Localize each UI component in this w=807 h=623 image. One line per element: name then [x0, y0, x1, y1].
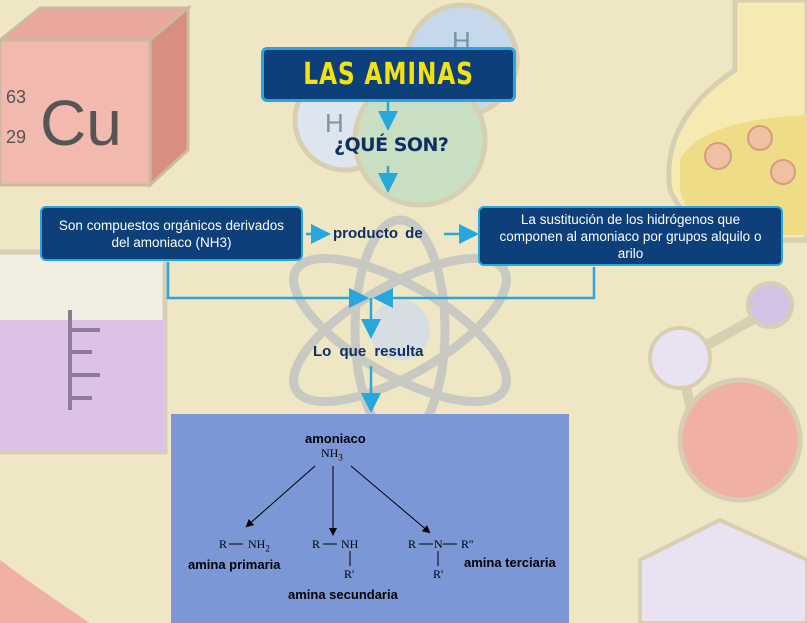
copper-element-cube-icon: 63 29 Cu: [0, 4, 193, 189]
tertiary-n: N: [434, 537, 443, 551]
tertiary-amine-label: amina terciaria: [464, 555, 556, 570]
arrow: [373, 267, 596, 308]
result-label: Lo que resulta: [313, 343, 424, 360]
process-box: La sustitución de los hidrógenos que com…: [478, 206, 783, 266]
page-title: LAS AMINAS: [303, 57, 474, 92]
process-text: La sustitución de los hidrógenos que com…: [499, 211, 762, 261]
tertiary-r: R: [408, 537, 417, 551]
tertiary-r-prime: R': [433, 567, 444, 581]
secondary-n: NH: [341, 537, 359, 551]
parent-formula: NH3: [321, 446, 343, 463]
question-label: ¿QUÉ SON?: [334, 134, 449, 156]
definition-text: Son compuestos orgánicos derivados del a…: [58, 217, 285, 250]
title-box: LAS AMINAS: [261, 47, 516, 102]
beaker-icon: [0, 249, 168, 455]
element-symbol: Cu: [40, 87, 122, 159]
atomic-number: 29: [6, 127, 26, 147]
hydrogen-label: H: [325, 108, 344, 138]
connector-label: producto de: [333, 225, 423, 242]
secondary-amine-label: amina secundaria: [288, 587, 398, 602]
primary-amine-label: amina primaria: [188, 557, 281, 572]
parent-name: amoniaco: [305, 431, 366, 446]
scheme-arrows: [229, 465, 457, 566]
tertiary-r-double-prime: R'': [461, 537, 474, 551]
flask-bottom-icon: [0, 517, 807, 623]
molecule-model-icon: [648, 281, 803, 503]
primary-group: NH2: [248, 537, 270, 554]
secondary-r: R: [312, 537, 321, 551]
secondary-r-prime: R': [344, 567, 355, 581]
amine-scheme-panel: amoniaco NH3 R NH2 amina primaria R NH R…: [171, 414, 569, 623]
primary-r: R: [219, 537, 228, 551]
definition-box: Son compuestos orgánicos derivados del a…: [40, 206, 303, 261]
mass-number: 63: [6, 87, 26, 107]
arrow: [166, 262, 369, 308]
